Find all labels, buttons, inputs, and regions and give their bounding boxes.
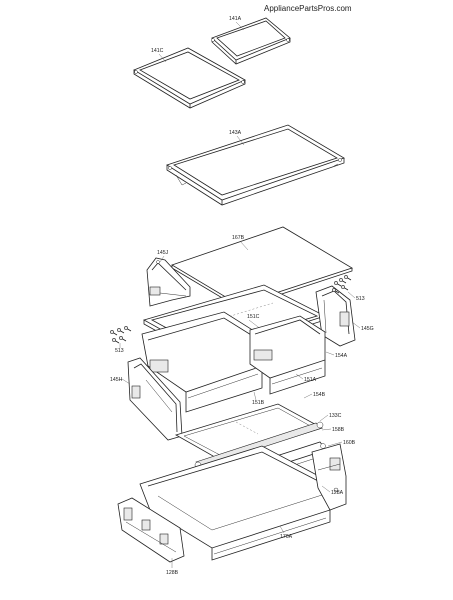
shelf-143a bbox=[166, 124, 345, 206]
watermark: AppliancePartsPros.com bbox=[264, 4, 352, 13]
label-154b: 154B bbox=[313, 392, 326, 398]
label-141c: 141C bbox=[151, 48, 164, 54]
label-143a: 143A bbox=[229, 130, 242, 136]
label-141a: 141A bbox=[229, 16, 242, 22]
label-133c: 133C bbox=[329, 413, 342, 419]
shelf-141a bbox=[211, 17, 291, 65]
label-151a: 151A bbox=[304, 377, 317, 383]
bracket-128a bbox=[311, 443, 347, 511]
label-160b: 160B bbox=[343, 440, 356, 446]
shelf-141c bbox=[133, 47, 246, 109]
leader-143a bbox=[236, 135, 245, 146]
leader-154a bbox=[325, 351, 335, 356]
label-170a: 170A bbox=[280, 534, 293, 540]
label-151c: 151C bbox=[247, 314, 260, 320]
leader-154b bbox=[303, 393, 313, 399]
leader-141a bbox=[235, 21, 245, 31]
label-513-right: 513 bbox=[356, 296, 365, 302]
label-154a: 154A bbox=[335, 353, 348, 359]
label-145g: 145G bbox=[361, 326, 374, 332]
leader-167b bbox=[239, 240, 249, 251]
label-513-left: 513 bbox=[115, 348, 124, 354]
label-167b: 167B bbox=[232, 235, 245, 241]
label-151b: 151B bbox=[252, 400, 265, 406]
screws-513-left bbox=[110, 326, 132, 344]
side-rail-145g bbox=[315, 285, 356, 347]
label-145j: 145J bbox=[157, 250, 169, 256]
bracket-128b bbox=[117, 497, 185, 563]
leader-128a bbox=[321, 485, 331, 493]
leader-145h bbox=[121, 378, 131, 385]
leader-133c bbox=[319, 414, 329, 422]
label-145h: 145H bbox=[110, 377, 123, 383]
leader-158b bbox=[321, 428, 332, 431]
leader-145j bbox=[159, 255, 165, 263]
leader-151b bbox=[253, 391, 257, 401]
leader-141c bbox=[158, 53, 167, 63]
leader-513-right bbox=[347, 291, 356, 299]
screws-513-right bbox=[332, 275, 352, 294]
bottom-drawer-170a bbox=[139, 445, 331, 561]
side-rail-145j bbox=[146, 257, 191, 307]
leader-145g bbox=[351, 321, 361, 329]
crisper-drawers bbox=[141, 311, 326, 413]
label-128a: 128A bbox=[331, 490, 344, 496]
label-158b: 158B bbox=[332, 427, 345, 433]
leader-151a bbox=[295, 373, 304, 380]
leader-170a bbox=[279, 525, 285, 534]
side-rail-145h bbox=[127, 357, 183, 441]
label-128b: 128B bbox=[166, 570, 179, 576]
leader-160b bbox=[327, 441, 343, 447]
